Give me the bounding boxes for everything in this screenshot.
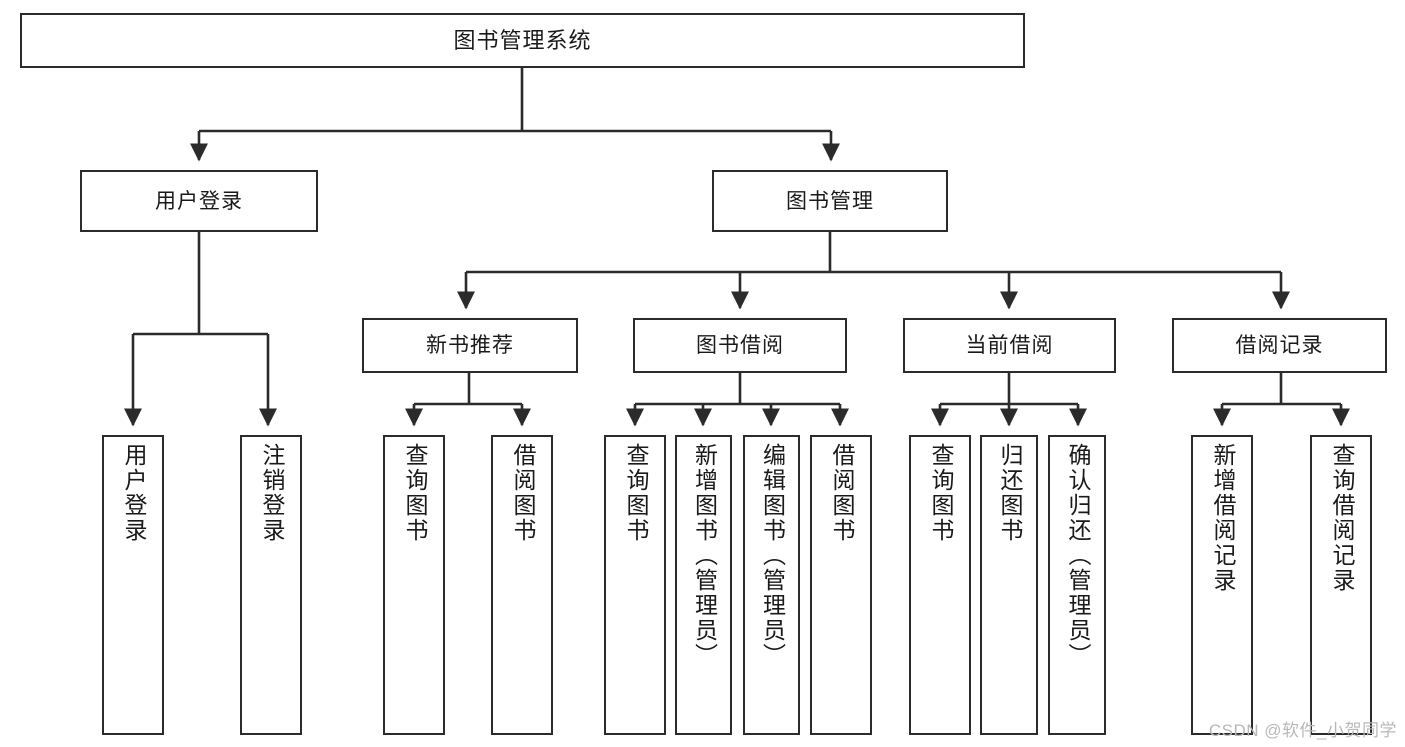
node-label: 用户登录 bbox=[155, 189, 243, 213]
node-label: 新增借阅记录 bbox=[1209, 443, 1236, 593]
node-label: 图书借阅 bbox=[696, 334, 784, 357]
node-leaf-edit-book-admin[interactable]: 编辑图书（管理员） bbox=[743, 435, 800, 735]
node-leaf-query-books-current[interactable]: 查询图书 bbox=[909, 435, 971, 735]
watermark-text: CSDN @软件_小贺同学 bbox=[1208, 721, 1397, 740]
node-leaf-query-books-recommend[interactable]: 查询图书 bbox=[383, 435, 445, 735]
node-leaf-user-login[interactable]: 用户登录 bbox=[102, 435, 164, 735]
node-label: 归还图书 bbox=[996, 443, 1023, 543]
node-leaf-confirm-return-admin[interactable]: 确认归还（管理员） bbox=[1048, 435, 1106, 735]
node-label: 查询图书 bbox=[622, 443, 649, 543]
node-label: 注销登录 bbox=[258, 443, 285, 543]
node-label: 图书管理 bbox=[786, 189, 874, 213]
node-label: 借阅图书 bbox=[509, 443, 536, 543]
node-borrow-records[interactable]: 借阅记录 bbox=[1172, 318, 1387, 373]
node-label: 查询图书 bbox=[927, 443, 954, 543]
node-leaf-add-borrow-record[interactable]: 新增借阅记录 bbox=[1191, 435, 1253, 735]
node-label: 查询图书 bbox=[401, 443, 428, 543]
node-label: 确认归还（管理员） bbox=[1064, 443, 1091, 668]
node-root-system[interactable]: 图书管理系统 bbox=[20, 13, 1025, 68]
node-label: 新书推荐 bbox=[426, 334, 514, 357]
node-leaf-add-book-admin[interactable]: 新增图书（管理员） bbox=[675, 435, 732, 735]
node-label: 编辑图书（管理员） bbox=[759, 443, 786, 668]
node-leaf-borrow-books-recommend[interactable]: 借阅图书 bbox=[491, 435, 553, 735]
node-label: 查询借阅记录 bbox=[1328, 443, 1355, 593]
node-new-book-recommendation[interactable]: 新书推荐 bbox=[362, 318, 578, 373]
node-leaf-query-borrow-record[interactable]: 查询借阅记录 bbox=[1310, 435, 1372, 735]
node-leaf-borrow-books[interactable]: 借阅图书 bbox=[810, 435, 872, 735]
node-label: 用户登录 bbox=[120, 443, 147, 543]
node-book-borrowing[interactable]: 图书借阅 bbox=[633, 318, 847, 373]
node-label: 图书管理系统 bbox=[453, 27, 592, 53]
node-leaf-logout[interactable]: 注销登录 bbox=[240, 435, 302, 735]
node-label: 当前借阅 bbox=[965, 334, 1054, 357]
node-leaf-return-books[interactable]: 归还图书 bbox=[980, 435, 1038, 735]
node-label: 借阅图书 bbox=[828, 443, 855, 543]
node-label: 借阅记录 bbox=[1235, 334, 1324, 357]
node-book-management[interactable]: 图书管理 bbox=[712, 170, 948, 232]
node-current-borrowing[interactable]: 当前借阅 bbox=[903, 318, 1116, 373]
node-user-login[interactable]: 用户登录 bbox=[80, 170, 318, 232]
node-label: 新增图书（管理员） bbox=[691, 443, 718, 668]
node-leaf-query-books-borrow[interactable]: 查询图书 bbox=[604, 435, 666, 735]
